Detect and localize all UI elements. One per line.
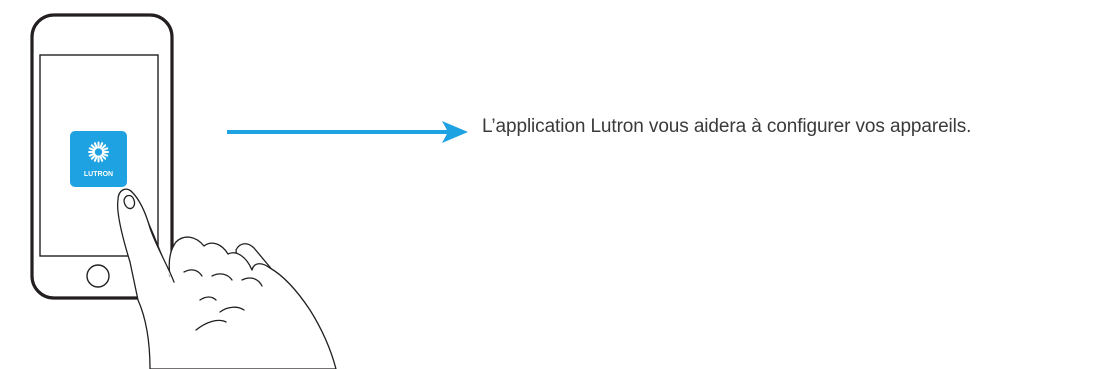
sunburst-ray bbox=[88, 152, 96, 157]
instruction-caption: L’application Lutron vous aidera à confi… bbox=[482, 116, 972, 137]
phone-screen bbox=[39, 54, 159, 257]
sunburst-ray bbox=[101, 147, 109, 152]
sunburst-ray bbox=[99, 155, 104, 162]
sunburst-ray bbox=[99, 142, 104, 149]
index-finger bbox=[117, 188, 175, 283]
sunburst-ray bbox=[100, 144, 107, 150]
sunburst-logo-icon bbox=[88, 141, 109, 163]
phone-body bbox=[30, 13, 174, 300]
sunburst-ray bbox=[90, 144, 97, 150]
arrow-shaft bbox=[227, 130, 449, 134]
home-button bbox=[86, 264, 110, 288]
sunburst-ray bbox=[93, 155, 98, 162]
arrow-head bbox=[442, 121, 468, 143]
finger-nail bbox=[123, 194, 136, 210]
smartphone bbox=[30, 13, 174, 300]
lutron-app-icon[interactable]: LUTRON bbox=[70, 131, 127, 187]
pointer-arrow bbox=[227, 121, 468, 143]
sunburst-ray bbox=[90, 154, 97, 160]
sunburst-ray bbox=[101, 152, 109, 157]
app-icon-label: LUTRON bbox=[84, 171, 113, 178]
knuckle-lines bbox=[183, 269, 263, 331]
hand-palm bbox=[116, 191, 337, 369]
sunburst-ray bbox=[93, 142, 98, 149]
sunburst-ray bbox=[88, 147, 96, 152]
hand-illustration bbox=[116, 188, 337, 369]
sunburst-ray bbox=[100, 154, 107, 160]
